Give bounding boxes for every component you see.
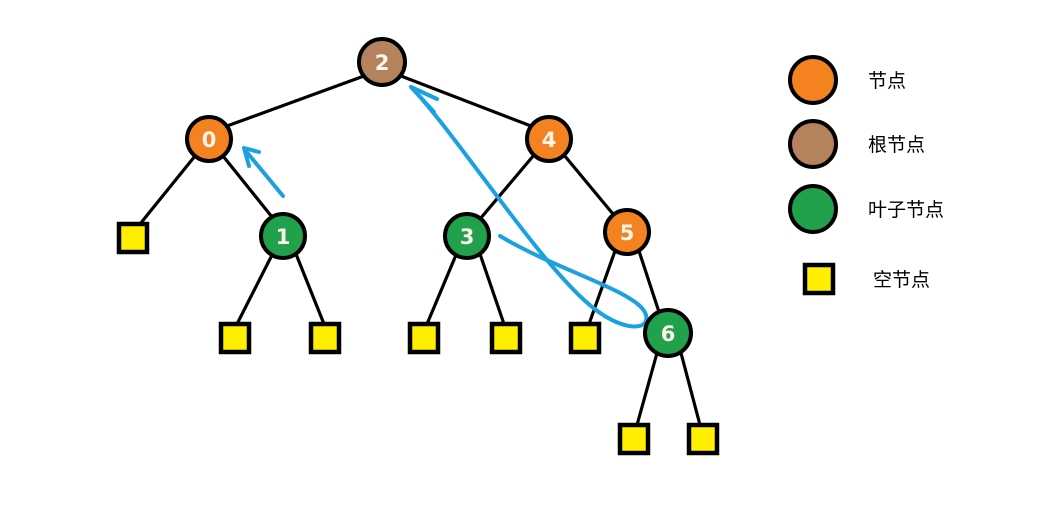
null-node-3-left[interactable] [407,321,441,355]
edge-2-4 [400,74,532,128]
null-node-3-right[interactable] [489,321,523,355]
null-node-1-left[interactable] [218,321,252,355]
tree-node-4-circle [525,115,573,163]
tree-node-4[interactable]: 4 [525,115,573,163]
legend-root-swatch [788,119,838,169]
edge-5-6 [637,250,661,313]
pointer-arrowhead-1-to-0 [242,146,261,168]
legend-item-leaf: 叶子节点 [788,184,944,234]
legend-item-node: 节点 [788,55,906,105]
edge-3-nullR [478,253,506,325]
edge-group [138,74,702,426]
tree-node-1-circle [259,212,307,260]
tree-node-3-label: 3 [460,225,475,249]
parent-pointer-group [242,85,649,329]
pointer-curve-3-to-2[interactable] [411,87,649,329]
edge-1-nullR [294,253,326,325]
null-node-6-right[interactable] [686,422,720,456]
node-group: 2 0 4 1 3 5 6 [185,37,693,358]
tree-node-5[interactable]: 5 [603,208,651,256]
tree-node-4-label: 4 [542,128,557,152]
legend-node-label: 节点 [868,70,906,92]
edge-5-null [587,250,617,325]
tree-node-1[interactable]: 1 [259,212,307,260]
tree-node-2[interactable]: 2 [357,37,407,87]
legend-leaf-label: 叶子节点 [868,199,944,221]
legend: 节点 根节点 叶子节点 空节点 [788,55,944,296]
null-node-1-right[interactable] [308,321,342,355]
null-node-group [116,221,720,456]
tree-node-1-label: 1 [276,225,291,249]
edge-4-3 [478,153,536,221]
edge-6-nullL [635,352,659,426]
tree-node-2-label: 2 [375,51,390,75]
tree-node-0-circle [185,115,233,163]
tree-node-3[interactable]: 3 [443,212,491,260]
legend-node-swatch [788,55,838,105]
legend-leaf-swatch [788,184,838,234]
edge-1-nullL [235,254,274,325]
pointer-arrowhead-3-to-2 [409,85,439,114]
edge-3-nullL [425,254,458,325]
tree-node-0-label: 0 [202,128,217,152]
tree-node-3-circle [443,212,491,260]
null-node-6-left[interactable] [617,422,651,456]
legend-item-root: 根节点 [788,119,925,169]
tree-node-0[interactable]: 0 [185,115,233,163]
edge-0-null [138,154,197,226]
null-node-0-left[interactable] [116,221,150,255]
legend-null-label: 空节点 [873,269,930,291]
null-node-5-left[interactable] [568,321,602,355]
tree-node-6-label: 6 [661,322,676,346]
tree-node-5-circle [603,208,651,256]
edge-2-0 [226,74,365,128]
legend-root-label: 根节点 [868,134,925,156]
legend-null-swatch [802,262,836,296]
tree-node-2-circle [357,37,407,87]
pointer-line-1-to-0[interactable] [243,148,285,198]
tree-node-6-circle [643,308,693,358]
tree-node-5-label: 5 [620,221,635,245]
edge-6-nullR [679,352,702,426]
edge-0-1 [221,154,274,219]
edge-4-5 [562,153,615,216]
tree-node-6[interactable]: 6 [643,308,693,358]
legend-item-null: 空节点 [802,262,930,296]
